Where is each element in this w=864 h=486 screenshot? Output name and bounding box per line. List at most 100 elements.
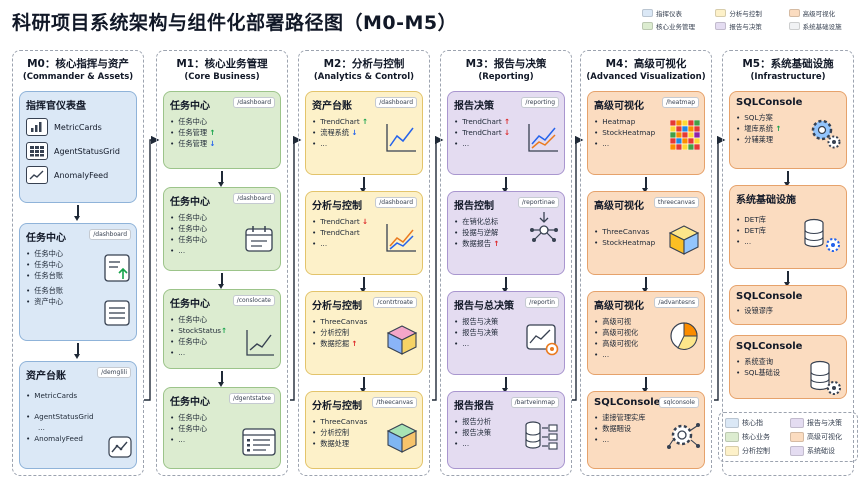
- card-m4-heatmap[interactable]: 高级可视化 /heatmap Heatmap StockHeatmap ...: [587, 91, 705, 175]
- route-tag: /dashboard: [375, 197, 417, 208]
- card-m5-sqlconsole-1[interactable]: SQLConsole SQL方案 堰库系统 ↑ 分辅莱理: [729, 91, 847, 169]
- card-m3-report-report[interactable]: 报告报告 /bartveinmap 报告分析 报告决策 ...: [447, 391, 565, 469]
- card-m3-report-summary[interactable]: 报告与总决策 /reportin 报告与决策 报告与决策 ...: [447, 291, 565, 375]
- list-item: ...: [594, 349, 698, 360]
- card-m2-analytics-2[interactable]: 分析与控制 /contrtroate ThreeCanvas 分析控制 数据挖掘…: [305, 291, 423, 375]
- table-icon: [104, 300, 130, 326]
- item-text: TrendChart: [320, 117, 360, 126]
- flow-arrow: [642, 377, 648, 393]
- list-item: 分析控制: [312, 327, 416, 338]
- card-title: 报告控制: [454, 201, 494, 212]
- flow-arrow: [218, 273, 224, 289]
- list-item: TrendChart ↓: [454, 127, 558, 138]
- dual-line-chart-icon: [528, 124, 558, 152]
- item-list: Heatmap StockHeatmap ...: [594, 116, 698, 149]
- item-list: 任务中心 任务管理 ↑ 任务管理 ↓: [170, 116, 274, 149]
- arrow-up-icon: ↑: [361, 117, 368, 126]
- legend-label: 系统基础设施: [802, 23, 842, 31]
- list-item: StockHeatmap: [594, 237, 698, 248]
- card-m1-task-4[interactable]: 任务中心 /dgentstatxe 任务中心 任务中心 ...: [163, 387, 281, 469]
- flow-arrow: [642, 177, 648, 193]
- gear-icon: [811, 119, 841, 149]
- card-m2-analytics-1[interactable]: 分析与控制 /dashboard TrendChart ↓ TrendChart…: [305, 191, 423, 275]
- cube-icon: [386, 423, 418, 453]
- legend-item-infra: 系统基础设施: [788, 21, 858, 31]
- card-title: SQLConsole: [594, 397, 661, 408]
- legend-label: 核心业务: [742, 433, 770, 441]
- route-tag: /bartveinmap: [510, 397, 559, 408]
- card-m5-sqlconsole-3[interactable]: SQLConsole 系统查询 SQL基础设: [729, 335, 847, 399]
- list-item: ...: [170, 347, 274, 358]
- list-item: ...: [312, 138, 416, 149]
- list-item: 高级可视化: [594, 338, 698, 349]
- legend-item-visualization: 高级可视化: [788, 8, 858, 18]
- grid-icon: [26, 142, 48, 160]
- card-m3-report-control[interactable]: 报告控制 /reportinae 在销化总标 投据与逆解 数据报告 ↑: [447, 191, 565, 275]
- list-panel-icon: [242, 428, 276, 456]
- list-item: 任务中心: [170, 223, 274, 234]
- card-title: 报告报告: [454, 401, 494, 412]
- card-asset-ledger[interactable]: 资产台账 /demglili MetricCards AgentStatusGr…: [19, 361, 137, 469]
- route-tag: /advantesns: [654, 297, 699, 308]
- database-gear-icon: [804, 218, 840, 252]
- legend-label: 核心指: [742, 419, 763, 427]
- card-m2-asset-ledger[interactable]: 资产台账 /dashboard TrendChart ↑ 流程系统 ↓ ...: [305, 91, 423, 175]
- item-list: TrendChart ↑ 流程系统 ↓ ...: [312, 116, 416, 149]
- card-m5-infra[interactable]: 系统基础设施 DET库 DET库 ...: [729, 185, 847, 269]
- card-m4-three-canvas[interactable]: 高级可视化 threecanvas ThreeCanvas StockHeatm…: [587, 191, 705, 275]
- component-agent-status-grid[interactable]: AgentStatusGrid: [26, 142, 130, 160]
- pie-chart-icon: [670, 322, 698, 350]
- card-m1-task-2[interactable]: 任务中心 /dashboard 任务中心 任务中心 任务中心 ...: [163, 187, 281, 271]
- route-tag: /conslocate: [232, 295, 275, 306]
- route-tag: /contrtroate: [373, 297, 417, 308]
- column-subtitle: (Infrastructure): [750, 72, 826, 82]
- list-item: 在销化总标: [454, 216, 558, 227]
- legend-label: 报告与决策: [729, 23, 762, 31]
- card-m2-analytics-3[interactable]: 分析与控制 /theecanvas ThreeCanvas 分析控制 数据处理: [305, 391, 423, 469]
- route-tag: sqlconsole: [659, 397, 699, 408]
- card-task-center[interactable]: 任务中心 /dashboard 任务中心 任务中心 任务台账 任务台账 资产中心: [19, 223, 137, 341]
- item-text: 任务管理: [178, 139, 208, 148]
- card-title: 报告决策: [454, 101, 494, 112]
- column-header: M4：高级可视化 (Advanced Visualization): [581, 51, 711, 87]
- arrow-up-icon: ↑: [221, 326, 228, 335]
- arrow-up-icon: ↑: [209, 128, 216, 137]
- card-m5-sqlconsole-2[interactable]: SQLConsole 设锒谬序: [729, 285, 847, 325]
- flow-arrow: [218, 171, 224, 187]
- flow-arrow: [784, 271, 790, 287]
- list-item: 任务台账: [26, 270, 130, 281]
- card-title: 资产台账: [312, 101, 352, 112]
- page-title: 科研项目系统架构与组件化部署路径图（M0-M5）: [12, 12, 458, 34]
- list-item: 数据睏设: [594, 423, 698, 434]
- card-m1-task-1[interactable]: 任务中心 /dashboard 任务中心 任务管理 ↑ 任务管理 ↓: [163, 91, 281, 169]
- list-item: 报告分析: [454, 416, 558, 427]
- list-item: ...: [454, 338, 558, 349]
- item-list: ThreeCanvas StockHeatmap: [594, 226, 698, 248]
- column-m3: M3：报告与决策 (Reporting) 报告决策 /reporting Tre…: [440, 50, 572, 476]
- database-gear-icon: [810, 360, 841, 395]
- list-item: DET库: [736, 225, 840, 236]
- legend-label: 系统础设: [807, 447, 835, 455]
- list-item: 流程系统 ↓: [312, 127, 416, 138]
- card-m4-sqlconsole[interactable]: SQLConsole sqlconsole 速接管理实库 数据睏设 ...: [587, 391, 705, 469]
- card-title: 任务中心: [170, 299, 210, 310]
- gear-network-icon: [667, 423, 700, 449]
- list-item: ...: [170, 434, 274, 445]
- item-text: TrendChart: [462, 117, 502, 126]
- list-item: ThreeCanvas: [312, 316, 416, 327]
- column-header: M5：系统基础设施 (Infrastructure): [723, 51, 853, 87]
- list-item: 任务台账: [26, 285, 130, 296]
- list-item: DET库: [736, 214, 840, 225]
- legend-label: 高级可视化: [802, 10, 836, 18]
- card-title: 任务中心: [170, 101, 210, 112]
- list-item: ...: [454, 438, 558, 449]
- card-m4-advanced[interactable]: 高级可视化 /advantesns 高级可视 高级可视化 高级可视化 ...: [587, 291, 705, 375]
- card-m1-task-3[interactable]: 任务中心 /conslocate 任务中心 StockStatus↑ 任务中心 …: [163, 289, 281, 369]
- component-metric-cards[interactable]: MetricCards: [26, 118, 130, 136]
- component-anomaly-feed[interactable]: AnomalyFeed: [26, 166, 130, 184]
- card-title: 系统基础设施: [736, 195, 796, 206]
- card-commander-dashboard[interactable]: 指挥官仪表盘 MetricCards AgentStatusGrid Anoma…: [19, 91, 137, 203]
- column-title: M2：分析与控制: [323, 58, 405, 70]
- card-m3-report-decision[interactable]: 报告决策 /reporting TrendChart ↑ TrendChart …: [447, 91, 565, 175]
